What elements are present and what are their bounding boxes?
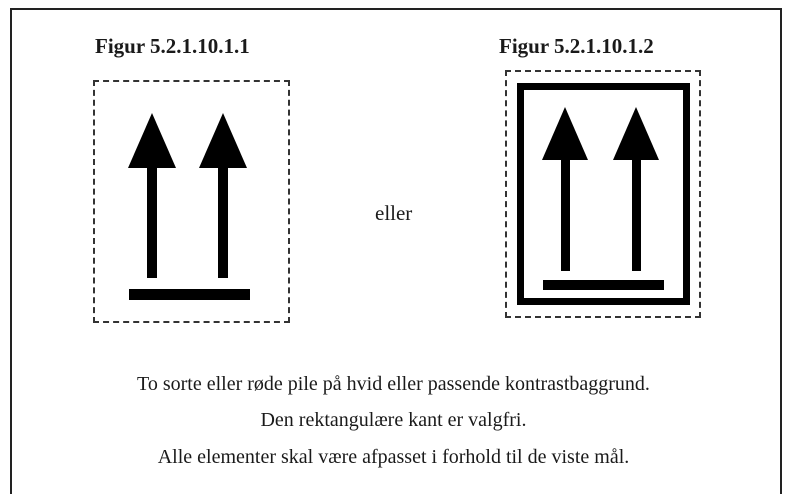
figure-2-arrows-up-icon [517,83,690,305]
caption-line-3: Alle elementer skal være afpasset i forh… [157,446,630,468]
figure-1-dashed-border [93,80,290,323]
figure-1-title: Figur 5.2.1.10.1.1 [95,34,250,58]
figure-2-title: Figur 5.2.1.10.1.2 [499,34,654,58]
figure-2-dashed-border [505,70,701,318]
connector-text: eller [375,201,413,225]
caption-line-2: Den rektangulære kant er valgfri. [260,409,527,431]
figure-1-arrows-up-icon [128,113,250,300]
caption-line-1: To sorte eller røde pile på hvid eller p… [137,373,650,395]
document-frame [10,8,782,494]
